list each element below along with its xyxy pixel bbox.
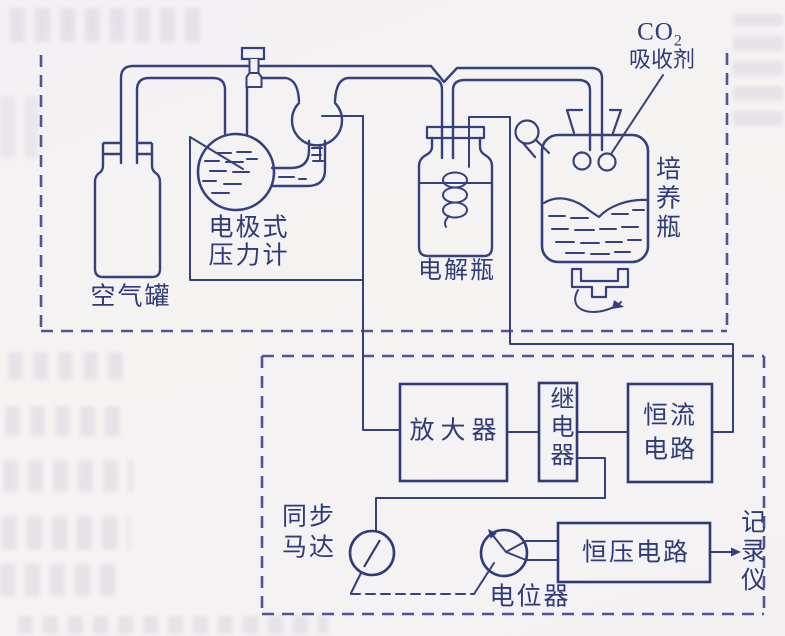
co2-subscript-text: 2: [673, 32, 683, 50]
stirrer-arrowhead-icon: [612, 300, 624, 309]
stopcock-valve: [240, 46, 266, 88]
constant-voltage-label: 恒压电路: [581, 539, 691, 567]
electrolysis-bottle: [417, 125, 494, 258]
absorbent-cup-right: [597, 152, 617, 172]
wire-relay-to-motor: [375, 457, 606, 532]
absorbent-cup-left: [572, 151, 592, 171]
air-tank-label: 空气罐: [90, 283, 172, 311]
recorder-arrowhead-icon: [731, 547, 741, 557]
constant-voltage-box: [556, 521, 712, 584]
wire-electrolysis-to-cc: [468, 116, 734, 433]
wiring: [189, 115, 734, 595]
motor-link-start: [350, 572, 362, 594]
motor-link-end: [473, 562, 495, 595]
liquid-meniscus: [542, 197, 649, 219]
electrolysis-bottle-cap: [425, 125, 486, 140]
amplifier-box: [398, 382, 509, 483]
gauge-flask: [196, 132, 276, 212]
liquid-marks: [548, 209, 645, 255]
wire-gauge-loop: [189, 136, 364, 281]
gauge-bulb: [290, 101, 344, 147]
constant-current-box: [626, 382, 714, 484]
dashed-borders: [39, 53, 766, 616]
electrolysis-bottle-label: 电解瓶: [418, 258, 496, 285]
circuit-blocks: [348, 381, 714, 584]
potentiometer-symbol: [479, 528, 529, 578]
electrolysis-coil: [442, 171, 468, 228]
co2-label: CO2: [637, 18, 683, 49]
constant-current-label-line2: 电路: [642, 436, 698, 464]
relay-label: 继电器: [545, 386, 572, 470]
funnel: [565, 108, 623, 135]
wire-flask-electrode: [189, 136, 244, 170]
co2-formula-text: CO: [637, 18, 674, 46]
pot-leads: [525, 540, 559, 561]
stirrer-stand: [570, 267, 630, 299]
pressure-gauge-label-line1: 电极式: [208, 214, 290, 242]
co2-callout-line: [610, 74, 664, 155]
gas-manifold-tubing: [119, 64, 604, 165]
culture-bottle-body: [540, 133, 650, 264]
culture-bottle: [514, 74, 664, 313]
potentiometer-label: 电位器: [489, 583, 571, 611]
sync-motor-label-line1: 同步: [281, 503, 337, 531]
wire-gauge-to-amplifier: [362, 115, 401, 431]
sync-motor-symbol: [348, 529, 396, 577]
constant-current-label-line1: 恒流: [642, 402, 698, 430]
pressure-gauge: [196, 101, 344, 212]
air-tank: [93, 141, 162, 279]
recorder-label: 记录仪: [737, 508, 765, 596]
relay-box: [537, 381, 579, 483]
motor-slash: [363, 539, 381, 568]
amplifier-label: 放大器: [409, 417, 503, 445]
sync-motor-label-line2: 马达: [281, 534, 337, 562]
pressure-gauge-label-line2: 压力计: [208, 242, 290, 270]
lower-box-border: [260, 354, 766, 616]
culture-bottle-label: 培养瓶: [652, 155, 680, 243]
side-arm: [514, 119, 551, 159]
gauge-liquid-marks: [202, 147, 324, 194]
pot-fork: [505, 540, 527, 561]
co2-absorbent-label: 吸收剂: [628, 47, 696, 73]
